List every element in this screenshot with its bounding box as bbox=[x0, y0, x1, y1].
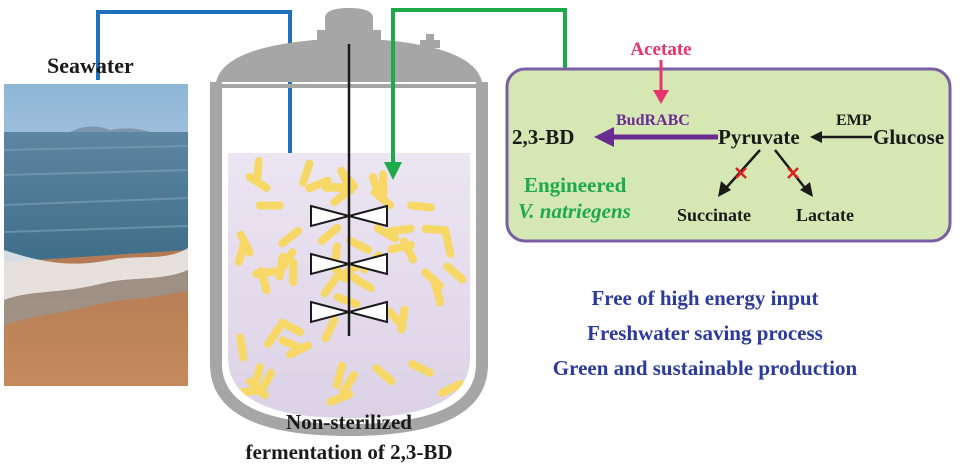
fermentation-label-line1: Non-sterilized bbox=[286, 410, 412, 434]
fermentation-label-line2: fermentation of 2,3-BD bbox=[245, 440, 452, 464]
bacterium-rod bbox=[245, 172, 271, 192]
bacterium-rod bbox=[442, 230, 455, 258]
bacterium-rod bbox=[430, 279, 445, 307]
engineered-label: Engineered bbox=[524, 173, 627, 197]
seawater-label: Seawater bbox=[47, 53, 134, 78]
bacterium-rod bbox=[438, 380, 465, 397]
bacterium-rod bbox=[257, 267, 271, 295]
cell-flow-line bbox=[391, 8, 567, 162]
bacterium-rod bbox=[305, 176, 332, 193]
bacterium-rod bbox=[299, 159, 314, 187]
bacterium-rod bbox=[339, 371, 358, 396]
bacterium-rod bbox=[255, 201, 284, 210]
strain-label: V. natriegens bbox=[518, 199, 631, 223]
benefit-note-green: Green and sustainable production bbox=[552, 356, 858, 380]
bacterium-rod bbox=[372, 364, 396, 386]
succinate-label: Succinate bbox=[677, 205, 751, 225]
acetate-label: Acetate bbox=[630, 39, 691, 60]
bacterium-rod bbox=[333, 293, 361, 309]
bacterium-rod bbox=[277, 248, 297, 273]
bacterium-rod bbox=[338, 168, 355, 195]
bacterium-rod bbox=[289, 258, 298, 287]
bacterium-rod bbox=[349, 273, 375, 293]
lactate-label: Lactate bbox=[796, 205, 854, 225]
engineered-cell-box bbox=[505, 67, 952, 243]
lactate-arrowhead bbox=[800, 182, 813, 197]
bacterium-rod bbox=[408, 360, 435, 377]
emp-arrowhead bbox=[810, 131, 822, 143]
bacterium-rod bbox=[285, 341, 312, 359]
block-x-icon bbox=[787, 167, 799, 179]
acetate-arrowhead bbox=[653, 90, 669, 104]
impeller-icon bbox=[310, 204, 388, 324]
bacterium-rod bbox=[443, 262, 467, 284]
block-x-icon bbox=[735, 167, 747, 179]
seawater-photo bbox=[4, 84, 188, 386]
bacterium-rod bbox=[322, 183, 351, 192]
bacterium-rod bbox=[332, 361, 347, 390]
glucose-label: Glucose bbox=[873, 125, 944, 149]
benefit-note-energy: Free of high energy input bbox=[591, 286, 819, 310]
bacterium-rod bbox=[263, 323, 284, 348]
emp-label: EMP bbox=[836, 112, 872, 129]
budrabc-arrowhead bbox=[594, 127, 614, 147]
bacterium-rod bbox=[386, 224, 415, 236]
bacterium-rod bbox=[385, 307, 407, 331]
bacterium-rod bbox=[317, 223, 342, 245]
succinate-arrowhead bbox=[718, 181, 731, 197]
benefit-note-freshwater: Freshwater saving process bbox=[587, 321, 823, 345]
bacterium-rod bbox=[368, 173, 384, 201]
bacterium-rod bbox=[326, 390, 354, 406]
budrabc-label: BudRABC bbox=[616, 112, 690, 129]
bd-label: 2,3-BD bbox=[512, 125, 574, 149]
bacterium-rod bbox=[320, 273, 341, 298]
bacterium-rod bbox=[387, 240, 415, 254]
bacterium-rod bbox=[373, 224, 400, 243]
bacterium-rod bbox=[321, 316, 339, 343]
bacterium-rod bbox=[236, 333, 248, 362]
bacteria-cells bbox=[234, 157, 467, 406]
bacterium-rod bbox=[278, 226, 303, 248]
bacterium-rod bbox=[234, 238, 249, 266]
bacterium-rod bbox=[421, 224, 450, 235]
bacterium-rod bbox=[278, 318, 305, 336]
succinate-arrow bbox=[725, 149, 761, 189]
bacterium-rod bbox=[346, 236, 373, 254]
cell-flow-arrowhead bbox=[384, 162, 402, 180]
bacterium-rod bbox=[407, 201, 436, 212]
pyruvate-label: Pyruvate bbox=[718, 125, 800, 149]
bacterium-rod bbox=[257, 369, 276, 395]
stirrer bbox=[310, 44, 388, 336]
